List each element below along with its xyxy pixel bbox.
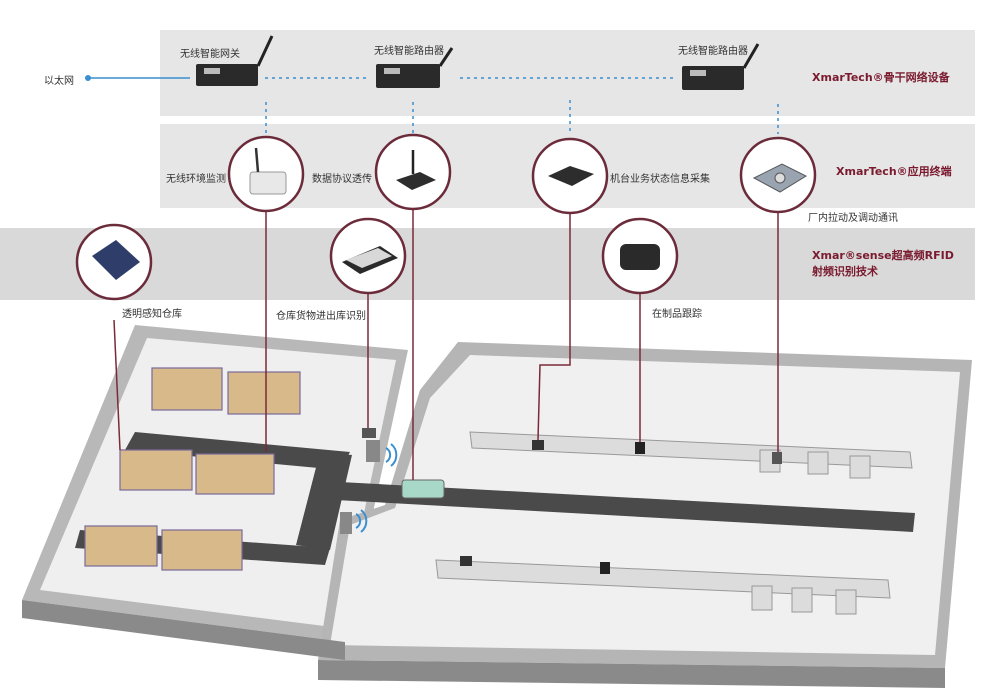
env-monitor-circle xyxy=(227,135,305,213)
gateway-device xyxy=(196,35,274,86)
router2-label: 无线智能路由器 xyxy=(678,46,748,57)
network-brand-label: XmarTech®骨干网络设备 xyxy=(812,71,950,84)
rfid-brand-line1: Xmar®sense超高频RFID xyxy=(812,249,954,262)
rfid-brand-label: Xmar®sense超高频RFID 射频识别技术 xyxy=(812,248,954,280)
protocol-circle xyxy=(374,133,452,211)
wifi-signal-icon xyxy=(355,443,398,533)
warehouse-shelves xyxy=(84,367,301,571)
router2-device xyxy=(682,43,760,90)
terminal-brand-label: XmarTech®应用终端 xyxy=(836,165,952,178)
protocol-label: 数据协议透传 xyxy=(312,174,372,185)
factory-comm-circle xyxy=(739,136,817,214)
env-monitor-label: 无线环境监测 xyxy=(166,174,226,185)
rfid-brand-line2: 射频识别技术 xyxy=(812,265,878,278)
warehouse-label: 透明感知仓库 xyxy=(122,309,182,320)
machine-status-circle xyxy=(531,137,609,215)
router1-device xyxy=(376,47,454,88)
agv-cart xyxy=(401,479,445,499)
gateway-label: 无线智能网关 xyxy=(180,49,240,60)
warehouse-rfid-circle xyxy=(75,223,153,301)
router1-label: 无线智能路由器 xyxy=(374,46,444,57)
wip-label: 在制品跟踪 xyxy=(652,309,702,320)
ethernet-link xyxy=(85,75,190,81)
network-band xyxy=(160,30,975,116)
device-drop-lines xyxy=(113,208,779,480)
floor-plan xyxy=(22,325,972,688)
ethernet-label: 以太网 xyxy=(44,76,74,87)
machine-status-label: 机台业务状态信息采集 xyxy=(610,174,710,185)
conveyor-lines xyxy=(435,431,913,615)
rfid-band xyxy=(0,228,975,300)
wip-tracking-circle xyxy=(601,217,679,295)
goods-rfid-circle xyxy=(329,217,407,295)
factory-comm-label: 厂内拉动及调动通讯 xyxy=(808,213,898,224)
goods-label: 仓库货物进出库识别 xyxy=(276,311,366,322)
wireless-links xyxy=(265,77,779,134)
